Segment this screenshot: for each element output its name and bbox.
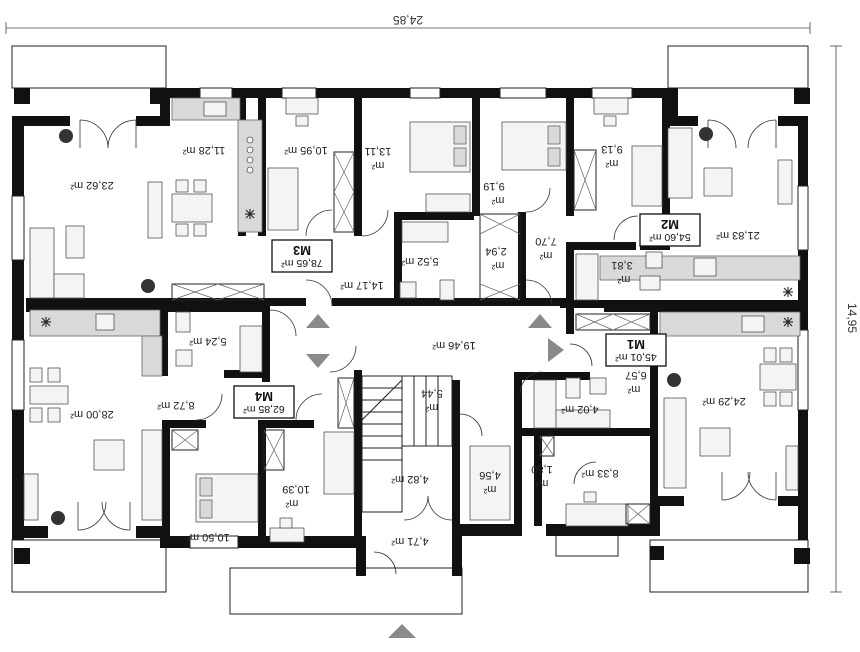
kitchen-fixtures [29, 97, 801, 377]
room-area: m² [535, 477, 548, 489]
beds [195, 121, 663, 523]
plant-icon [667, 373, 681, 387]
wardrobes [171, 149, 651, 525]
room-area: 5,52 m² [401, 255, 439, 267]
room-area: 10,50 m² [186, 531, 230, 543]
room-area: 1,80 [531, 463, 552, 475]
plant-icon [699, 127, 713, 141]
room-area: m² [627, 383, 640, 395]
room-area: m² [539, 249, 552, 261]
room-area: m² [425, 401, 438, 413]
room-area: 9,13 [601, 143, 622, 155]
arrow-right [548, 338, 564, 362]
room-area: 7,70 [535, 235, 556, 247]
room-area: m² [371, 159, 384, 171]
apartment-m4-label: M4 62,85 m² [233, 385, 295, 419]
svg-text:M1: M1 [627, 337, 645, 352]
asterisk-icon [783, 287, 793, 297]
arrow-down-left [306, 354, 330, 368]
room-area: m² [285, 497, 298, 509]
entry-arrows [306, 314, 564, 638]
plant-icon [51, 511, 65, 525]
room-area: 14,17 m² [340, 279, 384, 291]
width-dimension: 24,85 [5, 13, 811, 34]
arrow-up-left [306, 314, 330, 328]
room-area: 24,29 m² [702, 395, 746, 407]
outer-walls [12, 88, 810, 576]
staircase [361, 375, 453, 513]
apartment-m3-label: M3 78,65 m² [271, 239, 333, 273]
room-area: 28,00 m² [70, 408, 114, 420]
room-area: m² [491, 259, 504, 271]
room-area: 6,57 [625, 369, 646, 381]
furniture [23, 127, 799, 521]
room-area: 4,82 m² [391, 473, 429, 485]
svg-text:M4: M4 [254, 389, 273, 404]
svg-text:62,85 m²: 62,85 m² [243, 403, 285, 415]
room-area: m² [605, 157, 618, 169]
fan-icons [41, 209, 793, 327]
depth-dimension: 14,95 [830, 45, 859, 593]
asterisk-icon [783, 317, 793, 327]
bathroom-fixtures [175, 221, 663, 521]
room-area: m² [483, 483, 496, 495]
room-area: 5,44 [421, 387, 442, 399]
room-labels: 23,62 m² 11,28 m² 10,95 m² 13,11 m² 9,19… [70, 143, 760, 547]
room-area: 2,94 [485, 245, 506, 257]
svg-text:78,65 m²: 78,65 m² [281, 257, 323, 269]
room-area: 23,62 m² [70, 179, 114, 191]
desks [269, 97, 629, 543]
svg-text:54,60 m²: 54,60 m² [649, 231, 691, 243]
room-area: 4,02 m² [561, 403, 599, 415]
svg-text:45,01 m²: 45,01 m² [615, 351, 657, 363]
plant-icon [141, 279, 155, 293]
room-area: m² [617, 273, 630, 285]
apartment-m2-label: M2 54,60 m² [639, 213, 701, 247]
apartment-m1-label: M1 45,01 m² [605, 333, 667, 367]
room-area: 4,56 [479, 469, 500, 481]
room-area: 11,28 m² [182, 144, 225, 156]
room-area: 3,81 [611, 259, 632, 271]
room-area: 13,11 [365, 145, 392, 157]
plants [51, 127, 713, 525]
room-area: 4,71 m² [391, 535, 429, 547]
depth-dimension-label: 14,95 [845, 303, 859, 333]
room-area: 8,33 m² [581, 467, 619, 479]
room-area: 9,19 [483, 180, 504, 192]
asterisk-icon [41, 317, 51, 327]
arrow-up-right [528, 314, 552, 328]
arrow-entrance [388, 624, 416, 638]
asterisk-icon [245, 209, 255, 219]
plant-icon [59, 129, 73, 143]
svg-text:M3: M3 [293, 243, 311, 258]
room-area: 10,95 m² [284, 144, 328, 156]
room-area: m² [491, 194, 504, 206]
width-dimension-label: 24,85 [393, 13, 423, 27]
room-area: 8,72 m² [157, 399, 195, 411]
room-area: 19,46 m² [432, 339, 476, 351]
room-area: 10,39 [282, 483, 310, 495]
svg-text:M2: M2 [661, 217, 679, 232]
room-area: 5,24 m² [189, 335, 227, 347]
room-area: 21,83 m² [716, 229, 760, 241]
